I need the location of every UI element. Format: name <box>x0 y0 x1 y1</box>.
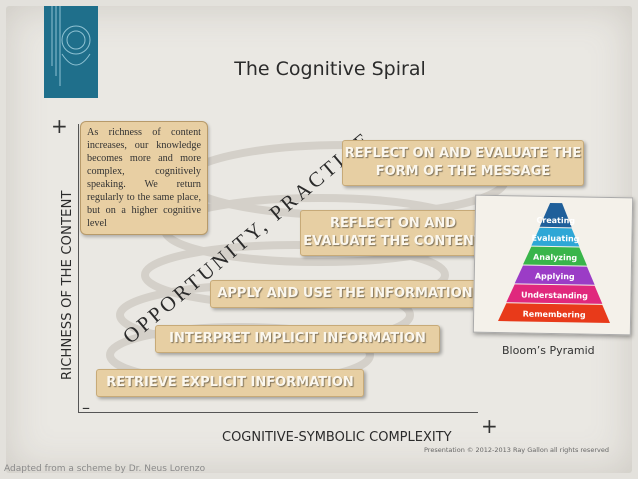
pyramid-label-creating: Creating <box>536 216 575 226</box>
pyramid-level-analyzing <box>523 246 587 266</box>
step-reflect-content: REFLECT ON AND EVALUATE THE CONTENT <box>300 210 486 256</box>
pyramid-label-applying: Applying <box>535 272 575 282</box>
bloom-pyramid-card: Creating Evaluating Analyzing Applying U… <box>472 194 634 336</box>
step-apply: APPLY AND USE THE INFORMATION <box>210 280 480 308</box>
bloom-caption: Bloom’s Pyramid <box>502 344 595 357</box>
x-axis-label: COGNITIVE-SYMBOLIC COMPLEXITY <box>222 430 452 445</box>
x-axis-line <box>78 412 478 413</box>
step-retrieve: RETRIEVE EXPLICIT INFORMATION <box>96 369 364 397</box>
pyramid-level-understanding <box>506 284 603 304</box>
pyramid-label-understanding: Understanding <box>521 290 588 300</box>
pyramid-label-remembering: Remembering <box>523 309 586 319</box>
axis-minus: – <box>82 398 90 417</box>
copyright-text: Presentation © 2012-2013 Ray Gallon all … <box>424 446 609 454</box>
pyramid-level-creating <box>539 202 572 228</box>
slide-title: The Cognitive Spiral <box>234 58 426 80</box>
y-axis-line <box>78 124 79 412</box>
x-axis-plus: + <box>481 414 498 438</box>
step-reflect-form: REFLECT ON AND EVALUATE THE FORM OF THE … <box>342 140 584 186</box>
step-interpret: INTERPRET IMPLICIT INFORMATION <box>155 325 440 353</box>
pyramid-level-remembering <box>498 303 610 324</box>
y-axis-plus: + <box>51 114 68 138</box>
y-axis-label: RICHNESS OF THE CONTENT <box>60 190 75 380</box>
pyramid-label-analyzing: Analyzing <box>533 253 577 263</box>
bloom-pyramid: Creating Evaluating Analyzing Applying U… <box>498 202 610 324</box>
logo <box>44 6 98 98</box>
pyramid-level-evaluating <box>531 227 580 247</box>
explanation-note: As richness of content increases, our kn… <box>80 121 208 235</box>
pyramid-level-applying <box>514 265 595 285</box>
credit-text: Adapted from a scheme by Dr. Neus Lorenz… <box>4 464 206 474</box>
pyramid-label-evaluating: Evaluating <box>531 234 579 244</box>
